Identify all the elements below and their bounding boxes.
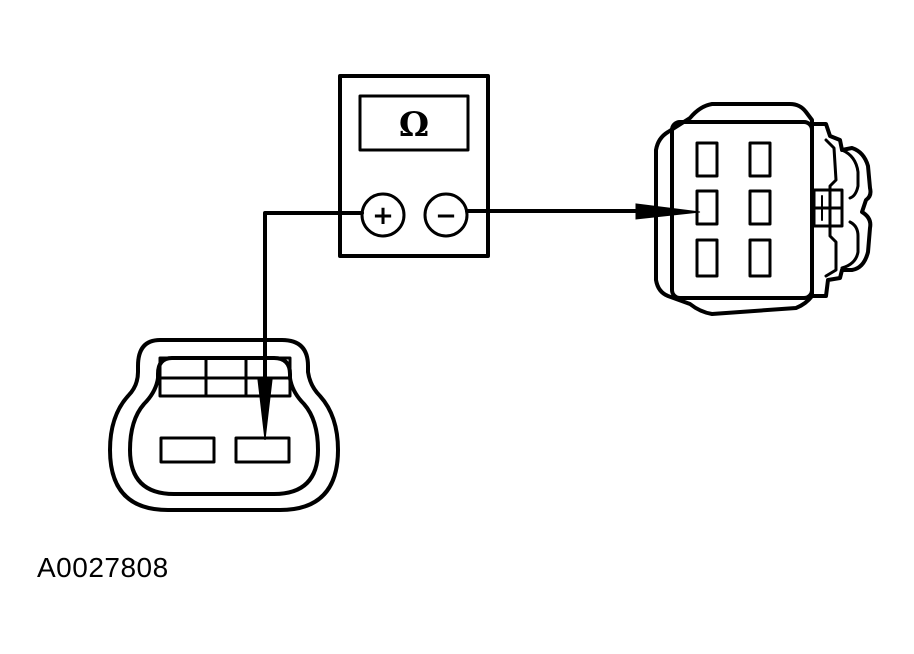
ohmmeter-display bbox=[358, 94, 470, 152]
positive-probe-tip bbox=[257, 379, 273, 441]
figure-id: A0027808 bbox=[37, 552, 169, 583]
pin-cavity bbox=[695, 238, 719, 278]
latch-center-block bbox=[204, 356, 248, 398]
two-pin-connector bbox=[108, 338, 340, 512]
two-pin-connector-housing-outer bbox=[108, 338, 340, 512]
pin-cavity bbox=[748, 238, 772, 278]
ohmmeter: Ω + − bbox=[338, 74, 490, 258]
ohmmeter-body bbox=[338, 74, 490, 258]
positive-test-lead bbox=[263, 211, 364, 380]
pin-cavity bbox=[695, 141, 719, 178]
locking-tab-latch bbox=[840, 148, 860, 270]
pin-cavity bbox=[695, 189, 719, 226]
ohm-symbol: Ω bbox=[399, 105, 429, 145]
pin-cavity bbox=[234, 436, 291, 464]
positive-terminal-label: + bbox=[372, 201, 394, 231]
pin-cavity bbox=[748, 141, 772, 178]
negative-terminal-label: − bbox=[435, 201, 457, 231]
six-pin-connector-housing bbox=[654, 102, 814, 316]
six-pin-connector-body bbox=[670, 120, 814, 300]
locking-tab bbox=[810, 122, 873, 298]
pin-cavity bbox=[159, 436, 216, 464]
negative-terminal bbox=[423, 192, 469, 238]
six-pin-connector bbox=[654, 102, 873, 316]
pin-cavity bbox=[748, 189, 772, 226]
negative-probe-tip bbox=[635, 203, 701, 220]
locking-tab-inner bbox=[824, 138, 838, 278]
